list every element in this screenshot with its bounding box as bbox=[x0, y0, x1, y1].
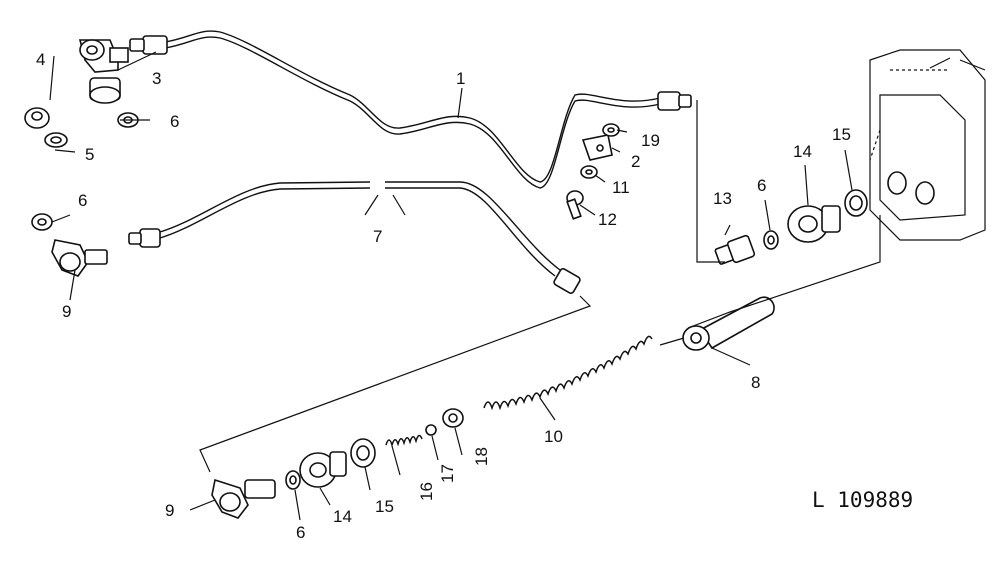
callout-6-bottom: 6 bbox=[296, 523, 305, 542]
callout-10: 10 bbox=[544, 427, 563, 446]
callout-16: 16 bbox=[417, 482, 436, 501]
washer-6-left bbox=[31, 213, 53, 231]
plug-14-top bbox=[787, 205, 841, 243]
callout-15-top: 15 bbox=[832, 125, 851, 144]
callout-7: 7 bbox=[373, 227, 382, 246]
washer-5 bbox=[44, 132, 68, 148]
pipe-7-right-nut bbox=[553, 268, 581, 294]
callout-6-left: 6 bbox=[78, 191, 87, 210]
callout-14-bottom: 14 bbox=[333, 507, 352, 526]
nut-4 bbox=[24, 107, 50, 129]
callout-15-bottom: 15 bbox=[375, 497, 394, 516]
callout-18: 18 bbox=[472, 447, 491, 466]
callout-2: 2 bbox=[631, 152, 640, 171]
nut-19 bbox=[602, 123, 620, 137]
callout-14-top: 14 bbox=[793, 142, 812, 161]
spring-10 bbox=[483, 335, 653, 411]
callout-17: 17 bbox=[438, 464, 457, 483]
callout-9-top: 9 bbox=[62, 302, 71, 321]
washer-6-bottom bbox=[285, 470, 301, 490]
handle-8 bbox=[682, 296, 775, 351]
callouts: 1 2 3 4 5 6 6 6 6 7 8 9 9 10 11 12 13 14… bbox=[36, 50, 851, 542]
callout-3: 3 bbox=[152, 69, 161, 88]
callout-1: 1 bbox=[456, 69, 465, 88]
callout-6-right: 6 bbox=[757, 176, 766, 195]
bolt-12 bbox=[566, 190, 584, 220]
callout-13: 13 bbox=[713, 189, 732, 208]
clip-2 bbox=[581, 134, 613, 161]
ball-17 bbox=[425, 424, 437, 436]
callout-9-bottom: 9 bbox=[165, 501, 174, 520]
callout-5: 5 bbox=[85, 145, 94, 164]
adapter-13 bbox=[714, 234, 756, 265]
washer-6-right bbox=[763, 230, 779, 250]
pipe-7 bbox=[159, 181, 561, 277]
seal-ring-15-bottom bbox=[350, 438, 376, 468]
pipe-1 bbox=[164, 30, 661, 189]
callout-8: 8 bbox=[751, 373, 760, 392]
spacer-18 bbox=[442, 408, 464, 428]
seal-ring-15-top bbox=[844, 189, 868, 217]
pipe-7-left-nut bbox=[128, 228, 161, 248]
pipe-1-left-nut bbox=[129, 35, 168, 55]
callout-6-top: 6 bbox=[170, 112, 179, 131]
housing bbox=[869, 49, 986, 241]
spring-16 bbox=[385, 434, 423, 448]
pipe-1-right-nut bbox=[657, 91, 692, 111]
leader-lines bbox=[49, 51, 881, 521]
reference-number: L 109889 bbox=[812, 488, 913, 512]
callout-12: 12 bbox=[598, 210, 617, 229]
plug-14-bottom bbox=[299, 451, 347, 488]
nut-11 bbox=[580, 165, 598, 179]
callout-4: 4 bbox=[36, 50, 45, 69]
elbow-fitting-9-top bbox=[51, 239, 108, 277]
tee-fitting-3 bbox=[78, 39, 129, 104]
callout-11: 11 bbox=[612, 178, 630, 197]
elbow-fitting-9-bottom bbox=[211, 478, 276, 519]
callout-19: 19 bbox=[641, 131, 660, 150]
